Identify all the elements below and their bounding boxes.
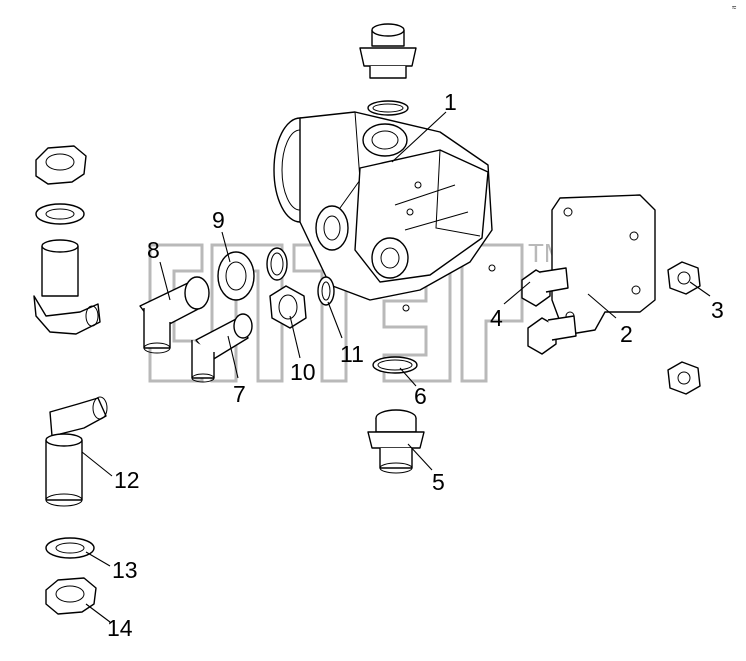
lower-fitting-part <box>367 409 425 474</box>
seal-ring-lower-part <box>372 356 418 374</box>
corner-mark: ≈ <box>732 3 737 12</box>
lock-washer-part <box>45 537 95 559</box>
callout-11: 11 <box>340 341 364 367</box>
threaded-sleeve-part <box>217 251 255 301</box>
mounting-bracket-part <box>551 194 656 336</box>
callout-6: 6 <box>414 383 427 409</box>
lower-tee-fitting-part <box>45 396 108 507</box>
callout-8: 8 <box>147 237 160 263</box>
callout-13: 13 <box>112 557 138 583</box>
nut-part <box>667 261 701 395</box>
callouts: 1 2 3 4 5 6 7 8 9 10 11 12 13 14 <box>107 89 724 641</box>
callout-5: 5 <box>432 469 445 495</box>
leader-lines <box>81 111 711 623</box>
upper-fitting-part <box>359 23 417 116</box>
callout-7: 7 <box>233 381 246 407</box>
upper-left-tee-fitting-part <box>33 239 101 335</box>
bolt-part <box>521 267 577 355</box>
o-ring-part <box>266 247 335 306</box>
callout-1: 1 <box>444 89 457 115</box>
callout-2: 2 <box>620 321 633 347</box>
lower-hex-nut-part <box>45 577 97 615</box>
large-elbow-part <box>139 276 210 354</box>
callout-9: 9 <box>212 207 225 233</box>
callout-14: 14 <box>107 615 133 641</box>
upper-left-washer-part <box>35 203 85 225</box>
callout-3: 3 <box>711 297 724 323</box>
callout-12: 12 <box>114 467 140 493</box>
callout-10: 10 <box>290 359 316 385</box>
hex-nut-part <box>269 285 307 329</box>
valve-body-part <box>273 111 496 312</box>
callout-4: 4 <box>490 305 503 331</box>
upper-left-nut-part <box>35 145 87 185</box>
small-elbow-part <box>191 313 253 383</box>
